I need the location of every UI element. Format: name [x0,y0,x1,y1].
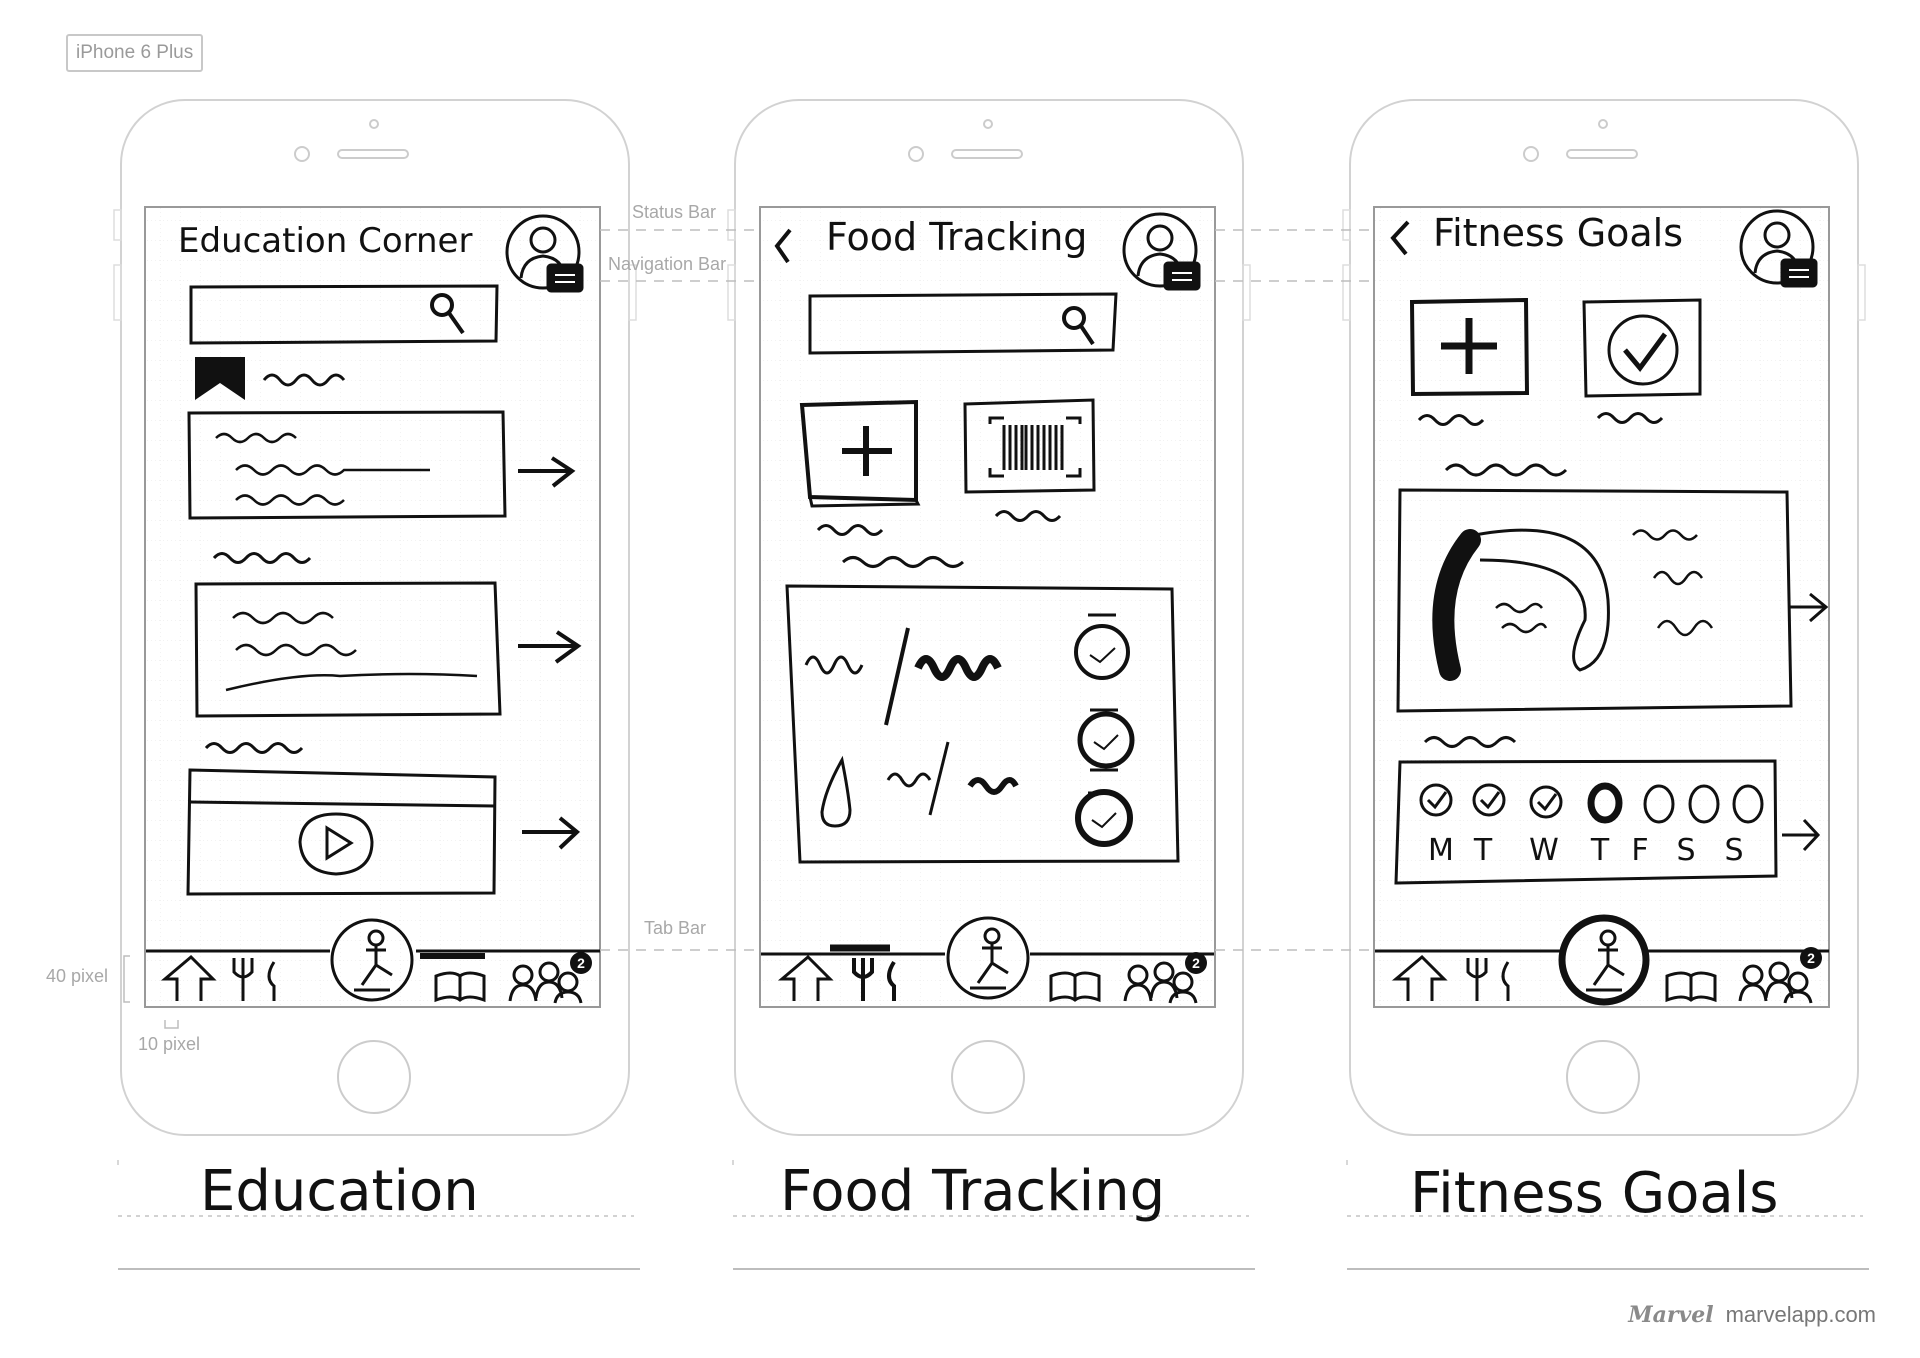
guide-lines [600,229,1374,951]
screen-food-tracking [759,206,1216,1008]
book-icon[interactable] [1665,971,1717,1003]
day-empty-icon [1688,784,1720,824]
nav-title-food-tracking: Food Tracking [826,215,1087,259]
notification-badge [1185,952,1207,974]
arrow-right-icon [518,630,582,664]
weekday-label: T [1590,833,1610,868]
center-fitness-tab-icon[interactable] [946,916,1030,1000]
device-label: iPhone 6 Plus [66,34,204,72]
arrow-right-icon [1782,818,1821,852]
day-empty-icon [1643,784,1675,824]
day-check-icon [1529,785,1563,819]
marvel-logo: Marvel [1628,1302,1714,1328]
home-icon[interactable] [777,954,834,1001]
day-check-icon [1419,783,1453,817]
bookmark-icon[interactable] [195,357,245,400]
arrow-right-icon [522,816,581,850]
search-bar[interactable] [808,292,1118,355]
add-goal-button[interactable] [1409,297,1530,397]
back-chevron-icon[interactable] [1390,220,1410,256]
check-circle-icon [1607,314,1679,386]
fork-knife-icon[interactable] [1466,958,1510,1001]
plus-icon [1441,318,1497,374]
play-icon[interactable] [298,812,374,876]
search-bar[interactable] [189,284,499,345]
caption-fitness-goals: Fitness Goals [1410,1161,1778,1226]
arrow-right-icon [518,456,576,488]
weekday-label: F [1631,833,1648,868]
home-icon[interactable] [160,954,217,1001]
center-fitness-tab-icon[interactable] [1558,914,1650,1006]
video-card[interactable] [186,768,581,896]
caption-food-tracking: Food Tracking [780,1159,1165,1224]
book-icon[interactable] [434,971,486,1003]
day-check-icon [1472,783,1506,817]
caption-lines [117,1160,1869,1270]
pixel-10-annotation: 10 pixel [138,1034,201,1054]
phone-food-tracking: 2 [727,99,1251,1136]
notification-badge-count: 2 [1192,955,1200,971]
fork-knife-icon[interactable] [852,958,896,1001]
community-icon[interactable] [1738,961,1813,1004]
notification-badge-count: 2 [577,955,585,971]
weekday-label: M [1428,833,1454,868]
check-circle-icon[interactable] [1074,613,1130,680]
tab-bar: 2 [146,918,600,1004]
back-chevron-icon[interactable] [774,228,792,264]
weekly-streak-card[interactable] [1394,759,1821,885]
marvel-site: marvelapp.com [1725,1302,1876,1327]
home-icon[interactable] [1391,954,1448,1001]
phone-education: 2 [113,99,637,1136]
caption-education: Education [200,1159,479,1224]
search-icon [430,293,465,335]
barcode-scan-button[interactable] [963,398,1096,494]
day-today-icon [1587,782,1623,824]
search-icon [1062,306,1095,346]
day-empty-icon [1732,784,1764,824]
nav-title-fitness-goals: Fitness Goals [1433,211,1683,255]
navigation-bar-annotation: Navigation Bar [608,254,727,274]
tab-bar: 2 [1375,914,1829,1006]
progress-ring [1432,528,1610,681]
center-fitness-tab-icon[interactable] [330,918,414,1002]
intake-card[interactable] [785,584,1180,864]
dimension-markers [123,955,179,1029]
phone-fitness-goals: 2 [1342,99,1866,1136]
tab-bar: 2 [761,916,1214,1004]
book-icon[interactable] [1049,971,1101,1003]
pixel-40-annotation: 40 pixel [46,966,109,986]
notification-badge [570,952,592,974]
community-icon[interactable] [1123,961,1198,1004]
weekday-label: W [1529,833,1559,868]
add-food-button[interactable] [799,399,921,508]
plus-icon [842,426,892,476]
article-card[interactable] [187,410,576,520]
progress-card[interactable] [1396,488,1829,713]
tab-bar-annotation: Tab Bar [644,918,707,938]
check-circle-icon[interactable] [1077,708,1135,772]
screen-education [144,206,601,1008]
profile-avatar-icon[interactable] [1122,212,1201,291]
profile-avatar-icon[interactable] [1739,209,1818,288]
water-drop-icon [820,755,852,828]
community-icon[interactable] [508,961,583,1004]
nav-title-education: Education Corner [178,221,472,261]
notification-badge [1800,947,1822,969]
marvel-credit[interactable]: Marvel marvelapp.com [1628,1302,1876,1328]
notification-badge-count: 2 [1807,950,1815,966]
fork-knife-icon[interactable] [232,958,276,1001]
weekday-label: S [1676,833,1695,868]
status-bar-annotation: Status Bar [632,202,717,222]
weekday-label: S [1724,833,1743,868]
check-circle-icon[interactable] [1075,789,1133,847]
profile-avatar-icon[interactable] [505,214,584,293]
completed-goals-button[interactable] [1582,298,1702,398]
article-card[interactable] [194,581,582,718]
weekday-label: T [1473,833,1493,868]
barcode-icon [988,416,1082,478]
arrow-right-icon [1790,592,1829,623]
